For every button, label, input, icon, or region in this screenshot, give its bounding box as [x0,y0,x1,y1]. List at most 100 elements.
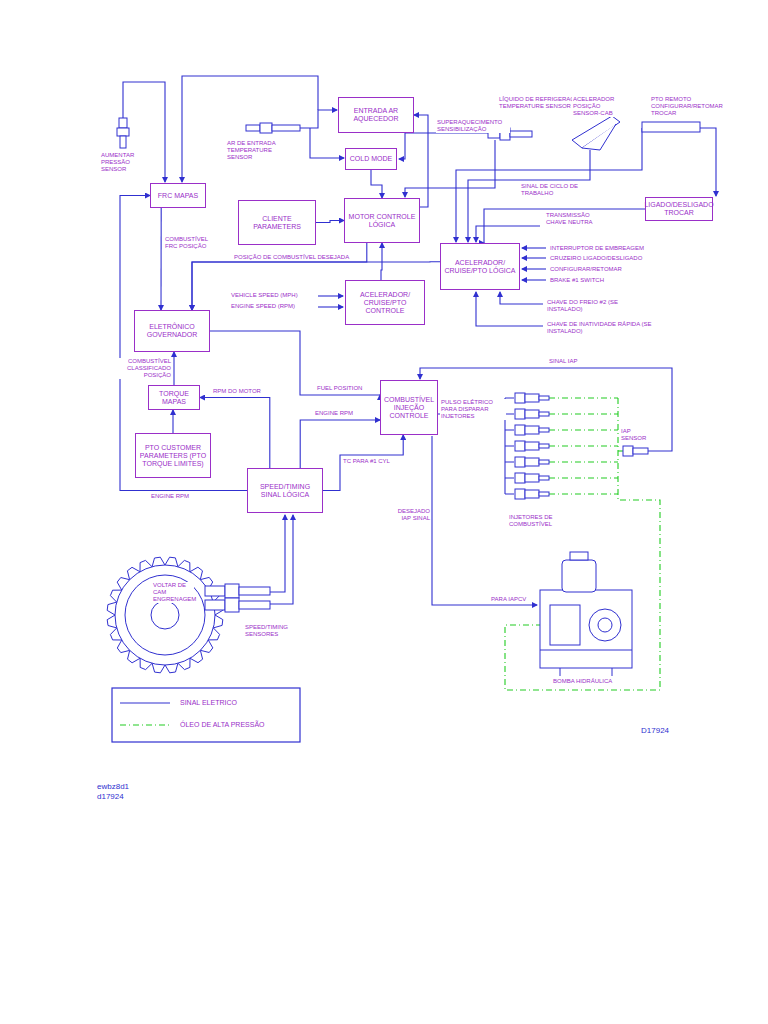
connector [210,331,380,395]
injector-body [515,409,525,419]
process-box: SPEED/TIMING SINAL LÓGICA [247,468,323,513]
hydraulic-pump [598,618,612,632]
part-label: SINAL IAP [548,358,578,365]
part-label: PULSO ELÉTRICO PARA DISPARAR INJETORES [440,399,506,420]
oil-lines [549,398,618,494]
box-text: TORQUE MAPAS [151,390,197,406]
signal-wires [123,76,716,605]
process-box: COMBUSTÍVEL INJEÇÃO CONTROLE [380,380,438,435]
hydraulic-pump [570,552,588,560]
part-label: TRANSMISSÃO CHAVE NEUTRA [545,212,607,226]
box-text: CLIENTE PARAMETERS [241,215,313,231]
air-temp-sensor [246,123,300,133]
connector [172,410,173,433]
injector-body [515,457,525,467]
signal-wires [270,515,285,592]
connector [371,170,382,198]
accelerator-pedal [582,124,616,150]
process-box: CLIENTE PARAMETERS [238,200,316,245]
speed-timing-sensors [225,584,239,598]
signal-wires [522,257,546,258]
box-text: ACELERADOR/ CRUISE/PTO CONTROLE [348,291,422,315]
air-temp-sensor [260,123,272,133]
signal-wires [318,295,343,296]
edge-label: ENGINE RPM [314,410,354,417]
connector [120,196,247,491]
hydraulic-pump [550,605,580,645]
pressure-sensor [119,118,127,128]
part-label: IAP SENSOR [620,428,652,442]
part-label: ACELERADOR POSIÇÃO SENSOR-CAB [572,96,630,117]
process-box: TORQUE MAPAS [148,385,200,410]
hydraulic-pump [540,590,632,668]
process-box: ACELERADOR/ CRUISE/PTO CONTROLE [345,280,425,325]
signal-wires [700,128,716,196]
box-text: ACELERADOR/ CRUISE/PTO LÓGICA [443,259,517,275]
part-label: ewbz8d1 [96,782,130,791]
hydraulic-pump [540,552,632,676]
hydraulic-pump [540,650,632,676]
air-temp-sensor [272,125,300,131]
part-label: ENGINE SPEED (RPM) [230,303,296,310]
signal-wires [522,268,546,269]
injector-body [525,442,539,450]
injector-nozzle [539,476,549,480]
part-label: SUPERAQUECIMENTO SENSIBILIZAÇÃO [436,119,510,133]
part-label: AR DE ENTRADA TEMPERATURE SENSOR [226,140,288,161]
air-temp-sensor [246,125,260,131]
part-label: PTO REMOTO CONFIGURAR/RETOMAR TROCAR [650,96,732,117]
process-box: LIGADO/DESLIGADO TROCAR [645,197,713,221]
process-box: PTO CUSTOMER PARAMETERS (PTO TORQUE LIMI… [135,433,211,478]
signal-wires [476,292,543,326]
connector [192,243,367,310]
part-label: CRUZEIRO LIGADO/DESLIGADO [549,255,643,262]
hydraulic-pump [562,560,596,592]
part-label: PARA IAPCV [490,596,527,603]
signal-wires [420,368,672,451]
signal-wires [522,279,546,280]
box-text: MOTOR CONTROLE LÓGICA [347,213,417,229]
injector-nozzle [539,444,549,448]
cam-gear [151,601,179,629]
iap-sensor [633,448,648,454]
signal-wires [182,76,318,182]
signal-wires [318,306,343,307]
part-label: d17924 [96,792,125,801]
box-text: ENTRADA AR AQUECEDOR [341,107,411,123]
pressure-sensor [117,128,129,136]
injector-body [525,458,539,466]
part-label: CONFIGURAR/RETOMAR [549,266,623,273]
injector-body [515,489,525,499]
legend-box [112,688,300,742]
gear-teeth [107,557,223,673]
part-label: SPEED/TIMING SENSORES [244,624,302,638]
speed-timing-sensors [239,601,270,609]
part-label: DESEJADO IAP SINAL [396,508,431,522]
injector-body [525,490,539,498]
edge-label: FUEL POSITION [316,385,363,392]
connector [160,208,161,310]
signal-wires [505,398,514,494]
injector-body [525,474,539,482]
signal-wires [500,292,543,304]
part-label: BOMBA HIDRÁULICA [552,678,613,685]
signal-wires [270,515,293,604]
part-label: D17924 [640,726,670,735]
injector-body [515,473,525,483]
signal-wires [300,110,337,128]
part-label: VEHICLE SPEED (MPH) [230,292,299,299]
box-text: SPEED/TIMING SINAL LÓGICA [250,483,320,499]
speed-timing-sensors [205,584,270,612]
edge-label: RPM DO MOTOR [212,388,262,395]
hydraulic-pump [589,609,621,641]
cam-gear [125,575,205,655]
remote-switch [642,122,700,132]
box-text: COLD MODE [350,155,392,163]
speed-timing-sensors [239,587,270,595]
part-label: INJETORES DE COMBUSTÍVEL [508,514,590,528]
process-box: FRC MAPAS [150,183,206,208]
legend-text: SINAL ELETRICO [180,699,237,707]
part-label: CHAVE DE INATIVIDADE RÁPIDA (SE INSTALAD… [546,321,668,335]
legend-box [120,724,170,725]
